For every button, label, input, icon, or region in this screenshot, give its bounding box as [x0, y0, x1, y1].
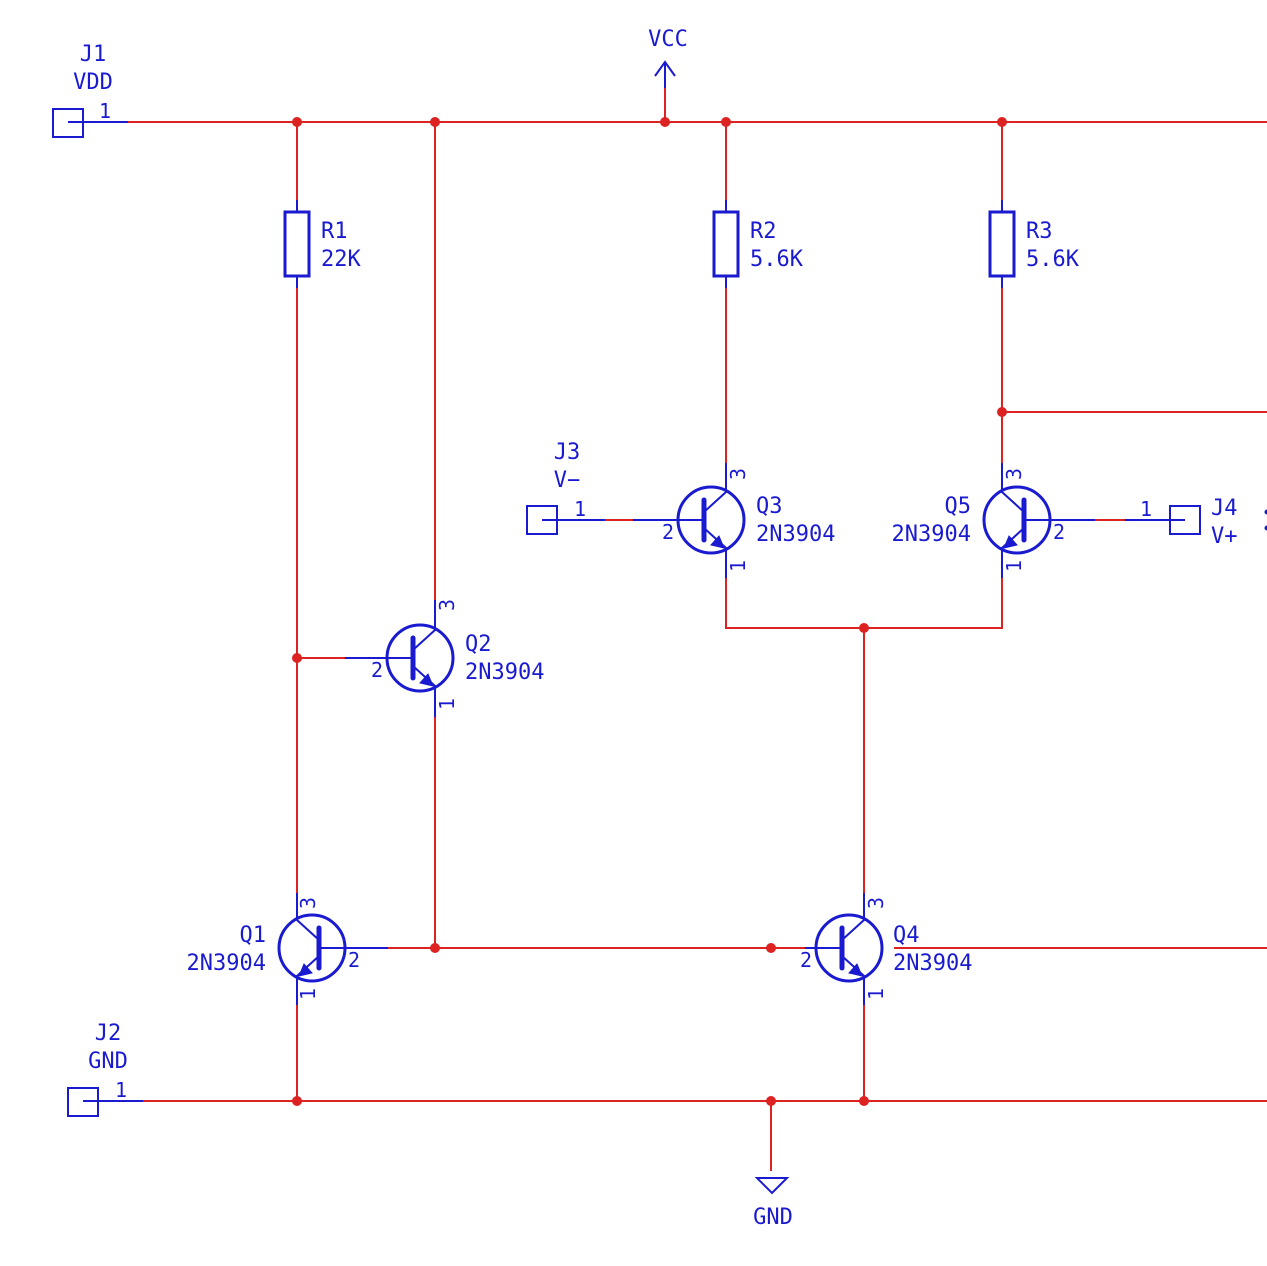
- pin-number-base: 2: [662, 520, 674, 544]
- junction-dot: [292, 117, 302, 127]
- transistor-ref: Q4: [893, 923, 920, 948]
- connector-value: V+: [1211, 524, 1238, 549]
- pin-number: 1: [574, 497, 586, 521]
- resistor-body-icon: [712, 210, 740, 278]
- emitter-arrow-icon: [848, 963, 863, 977]
- gnd-symbol: GND: [753, 1177, 793, 1230]
- pin-number-collector: 3: [864, 897, 888, 909]
- pin-number-collector: 3: [1002, 468, 1026, 480]
- transistor-value: 2N3904: [892, 522, 971, 547]
- wires: [127, 87, 1267, 1171]
- wire-diff-tail: [725, 577, 1003, 629]
- junction-dot: [766, 943, 776, 953]
- junction-dot: [766, 1096, 776, 1106]
- connector-j2: 1 J2 GND: [67, 1021, 143, 1117]
- collector-lead: [412, 600, 436, 651]
- emitter-lead: [841, 955, 865, 1005]
- pin-number: 1: [99, 99, 111, 123]
- resistor-ref: R2: [750, 219, 777, 244]
- pin-number-base: 2: [800, 948, 812, 972]
- pin-number-emitter: 1: [296, 988, 320, 1000]
- pin-number-base: 2: [348, 948, 360, 972]
- pin-number-base: 2: [371, 658, 383, 682]
- pin-number-collector: 3: [435, 599, 459, 611]
- emitter-arrow-icon: [298, 963, 313, 977]
- connector-j4: 1 J4 V+: [1125, 496, 1238, 549]
- collector-lead: [841, 893, 865, 941]
- transistor-ref: Q5: [945, 494, 972, 519]
- pin-number-collector: 3: [296, 897, 320, 909]
- edge-dot: [1264, 525, 1267, 531]
- resistor-body-icon: [283, 210, 311, 278]
- pin-number-collector: 3: [726, 468, 750, 480]
- transistor-q4: 2 3 1 Q4 2N3904: [800, 893, 972, 1005]
- pin-number-base: 2: [1053, 520, 1065, 544]
- edge-dot: [1264, 509, 1267, 515]
- junction-dot: [859, 1096, 869, 1106]
- transistor-q1: 2 3 1 Q1 2N3904: [187, 893, 388, 1005]
- junction-dot: [859, 623, 869, 633]
- resistor-value: 22K: [321, 247, 361, 272]
- connector-value: V−: [554, 468, 581, 493]
- emitter-arrow-icon: [419, 673, 434, 687]
- pin-number-emitter: 1: [435, 698, 459, 710]
- vcc-label: VCC: [648, 27, 688, 52]
- pin-number-emitter: 1: [864, 988, 888, 1000]
- connector-j1: 1 J1 VDD: [52, 42, 128, 138]
- emitter-lead: [703, 527, 727, 578]
- junction-dot: [997, 117, 1007, 127]
- transistor-value: 2N3904: [187, 951, 266, 976]
- resistor-value: 5.6K: [1026, 247, 1080, 272]
- transistor-q3: 2 3 1 Q3 2N3904: [633, 463, 835, 578]
- emitter-arrow-icon: [710, 535, 725, 549]
- junctions: [292, 117, 1007, 1106]
- resistor-body-icon: [988, 210, 1016, 278]
- resistor-r2: R2 5.6K: [712, 200, 804, 288]
- resistor-value: 5.6K: [750, 247, 804, 272]
- transistor-ref: Q3: [756, 494, 783, 519]
- transistor-value: 2N3904: [893, 951, 972, 976]
- connector-value: GND: [88, 1049, 128, 1074]
- vcc-symbol: VCC: [648, 27, 688, 88]
- transistor-value: 2N3904: [465, 660, 544, 685]
- emitter-arrow-icon: [1003, 535, 1018, 549]
- junction-dot: [660, 117, 670, 127]
- offscreen-symbol-edge: [1264, 509, 1267, 531]
- resistor-ref: R3: [1026, 219, 1053, 244]
- resistor-r3: R3 5.6K: [988, 200, 1080, 288]
- junction-dot: [430, 117, 440, 127]
- connector-j3: 1 J3 V−: [526, 440, 605, 535]
- pin-number-emitter: 1: [1002, 560, 1026, 572]
- pin-number: 1: [115, 1078, 127, 1102]
- resistor-r1: R1 22K: [283, 200, 361, 288]
- collector-lead: [1001, 463, 1025, 513]
- junction-dot: [292, 1096, 302, 1106]
- pin-number: 1: [1140, 497, 1152, 521]
- resistor-ref: R1: [321, 219, 348, 244]
- connector-ref: J2: [95, 1021, 122, 1046]
- junction-dot: [721, 117, 731, 127]
- transistor-q5: 2 3 1 Q5 2N3904: [892, 463, 1095, 578]
- connector-ref: J3: [554, 440, 581, 465]
- emitter-lead: [296, 955, 320, 1005]
- pin-number-emitter: 1: [726, 560, 750, 572]
- gnd-label: GND: [753, 1205, 793, 1230]
- emitter-lead: [412, 665, 436, 717]
- transistor-value: 2N3904: [756, 522, 835, 547]
- junction-dot: [292, 653, 302, 663]
- collector-lead: [296, 893, 320, 941]
- vcc-arrow-icon: [654, 60, 676, 88]
- emitter-lead: [1001, 527, 1025, 578]
- junction-dot: [430, 943, 440, 953]
- junction-dot: [997, 407, 1007, 417]
- connector-ref: J1: [80, 42, 107, 67]
- connector-ref: J4: [1211, 496, 1238, 521]
- transistor-ref: Q1: [240, 923, 267, 948]
- transistor-ref: Q2: [465, 632, 492, 657]
- transistor-q2: 2 3 1 Q2 2N3904: [345, 599, 544, 717]
- connector-value: VDD: [73, 70, 113, 95]
- collector-lead: [703, 463, 727, 513]
- ground-icon: [754, 1177, 790, 1195]
